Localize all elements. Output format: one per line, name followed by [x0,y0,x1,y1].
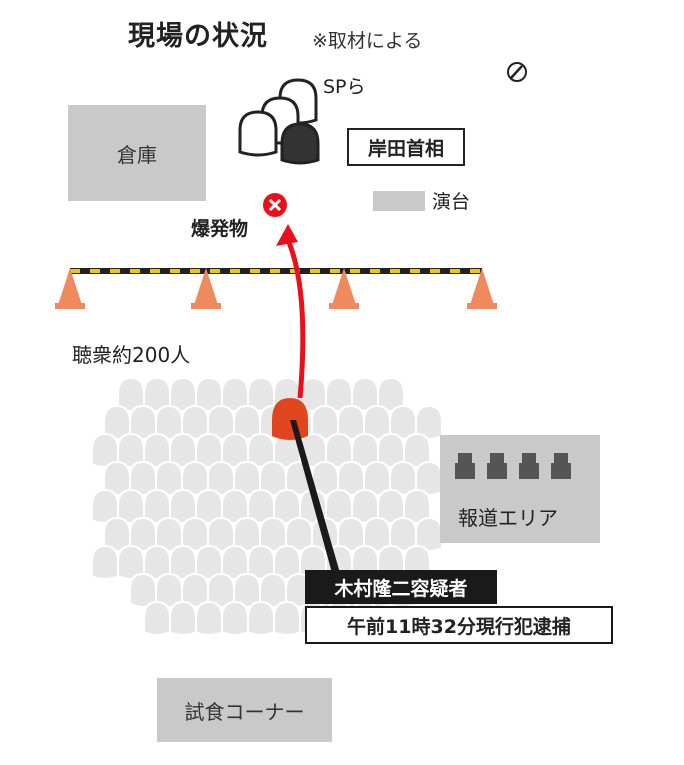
suspect-arrest-label: 午前11時32分現行犯逮捕 [305,606,613,644]
traffic-cone-4 [467,268,497,309]
food-corner-label: 試食コーナー [184,699,305,724]
suspect-pointer [290,420,340,573]
crowd-person [377,432,405,468]
crowd-person [143,432,171,468]
sp-figures [238,78,318,157]
crowd-person [273,544,301,580]
camera-icon [455,453,571,479]
audience-label: 聴衆約200人 [72,343,191,367]
crowd-person [91,488,119,524]
crowd-person [117,376,145,412]
crowd-person [129,572,157,608]
crowd-person [325,376,353,412]
crowd-person [91,432,119,468]
crowd-person [195,600,223,636]
crowd-person [195,544,223,580]
crowd-person [221,544,249,580]
crowd-person [169,544,197,580]
compass-icon [507,62,527,82]
crowd-person [143,600,171,636]
diagram-title: 現場の状況 [128,21,268,52]
crowd-person [143,376,171,412]
crowd-person [273,488,301,524]
crowd-person [143,488,171,524]
press-area-label: 報道エリア [458,506,558,530]
warehouse-box: 倉庫 [68,105,206,201]
crowd-person [195,376,223,412]
suspect-name-label: 木村隆二容疑者 [305,570,497,604]
crowd-person [377,376,405,412]
podium-box [373,191,425,211]
crowd-person [169,376,197,412]
crowd-person [91,544,119,580]
suspect-figure [272,398,308,440]
food-corner-box: 試食コーナー [157,678,332,742]
crowd-person [351,432,379,468]
crowd-person [221,488,249,524]
crowd-person [221,376,249,412]
crowd-person [221,600,249,636]
crowd-person [169,600,197,636]
crowd-person [377,488,405,524]
crowd-person [221,432,249,468]
crowd-person [351,376,379,412]
crowd-person [143,544,171,580]
explosive-label: 爆発物 [191,218,249,240]
crowd-person [403,432,431,468]
sp-label: SPら [323,76,366,98]
title-note: ※取材による [312,30,423,52]
warehouse-label: 倉庫 [117,142,157,167]
prime-minister-figure [280,122,320,165]
throw-arrow [276,224,306,399]
crowd-person [325,432,353,468]
prime-minister-label: 岸田首相 [347,128,465,166]
crowd-person [325,488,353,524]
traffic-cone-3 [329,268,359,309]
crowd-person [247,600,275,636]
crowd-person [195,432,223,468]
crowd-person [247,376,275,412]
crowd-person [247,432,275,468]
crowd-person [117,488,145,524]
explosion-marker-icon [263,193,287,217]
crowd-person [169,432,197,468]
crowd-person [403,488,431,524]
crowd-person [247,488,275,524]
crowd-person [117,432,145,468]
traffic-cone-1 [55,268,85,309]
crowd-person [299,376,327,412]
traffic-cone-2 [191,268,221,309]
crowd-person [351,488,379,524]
crowd-person [273,600,301,636]
crowd-person [169,488,197,524]
podium-label: 演台 [432,191,471,213]
crowd-person [195,488,223,524]
crowd-person [117,544,145,580]
crowd-person [247,544,275,580]
